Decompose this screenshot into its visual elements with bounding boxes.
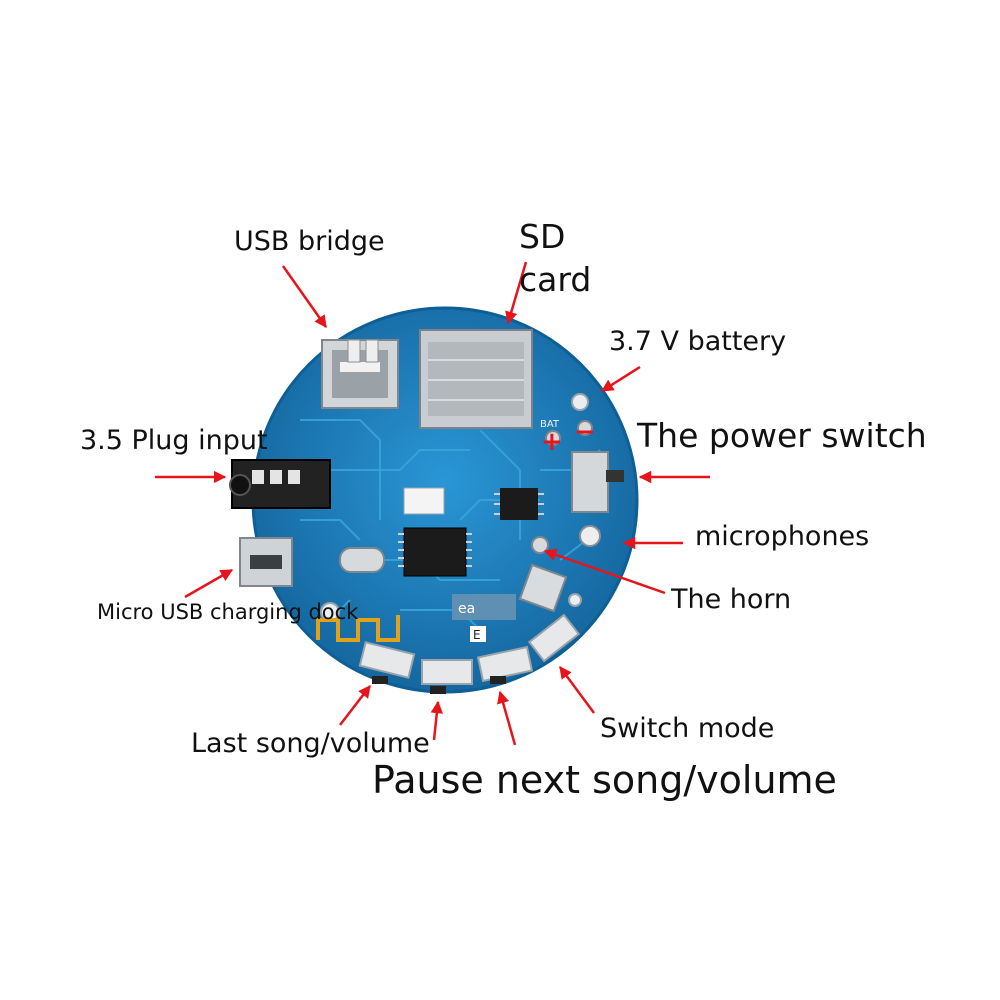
speaker-connector: [518, 563, 568, 613]
crystal: [339, 547, 385, 573]
battery-pad: [577, 420, 593, 436]
arrow-horn: [543, 548, 666, 595]
e-plate: [470, 626, 486, 642]
antenna-trace: [316, 615, 400, 642]
mount-hole: [571, 393, 589, 411]
usb-a-port: [321, 339, 399, 409]
battery-minus-mark: −: [574, 417, 596, 447]
arrow-usb-bridge: [281, 265, 328, 329]
annotation-arrows: [155, 261, 710, 746]
arrow-last-song: [339, 685, 371, 726]
arrow-next-song: [497, 690, 517, 746]
label-last-song: Last song/volume: [191, 728, 430, 759]
arrow-battery: [600, 365, 641, 393]
label-power-switch: The power switch: [637, 416, 927, 455]
battery-pad: [545, 430, 561, 446]
sd-card-slot: [419, 329, 533, 429]
amp-chip: [494, 488, 544, 520]
label-plate: [452, 594, 516, 620]
microphone-part: [579, 525, 601, 547]
label-horn: The horn: [671, 584, 792, 615]
tactile-buttons: [358, 613, 581, 694]
label-plug-input: 3.5 Plug input: [80, 425, 268, 456]
battery-plus-mark: +: [541, 427, 563, 457]
label-sd-card-line1: SD: [519, 217, 566, 256]
label-pause-next: Pause next song/volume: [372, 758, 837, 802]
e-mark: E: [473, 628, 481, 642]
arrow-switch-mode: [558, 665, 596, 714]
mount-hole: [568, 593, 582, 607]
chip-tag: ea: [458, 601, 475, 617]
arrow-micro-usb: [184, 568, 234, 599]
label-switch-mode: Switch mode: [600, 713, 775, 744]
audio-jack: [229, 459, 331, 509]
main-chip: [398, 527, 472, 577]
arrow-sd-card: [505, 261, 528, 325]
label-sd-card-line2: card: [519, 260, 592, 299]
label-micro-usb: Micro USB charging dock: [97, 600, 359, 624]
white-component: [403, 487, 445, 515]
arrow-pause: [430, 700, 444, 741]
power-switch-part: [571, 451, 624, 513]
bat-silkscreen: BAT: [540, 419, 560, 430]
label-usb-bridge: USB bridge: [234, 226, 385, 257]
pcb-board: BAT + − ea E: [229, 306, 639, 694]
label-battery: 3.7 V battery: [609, 326, 787, 357]
micro-usb-port: [239, 537, 293, 587]
label-microphones: microphones: [695, 521, 870, 552]
